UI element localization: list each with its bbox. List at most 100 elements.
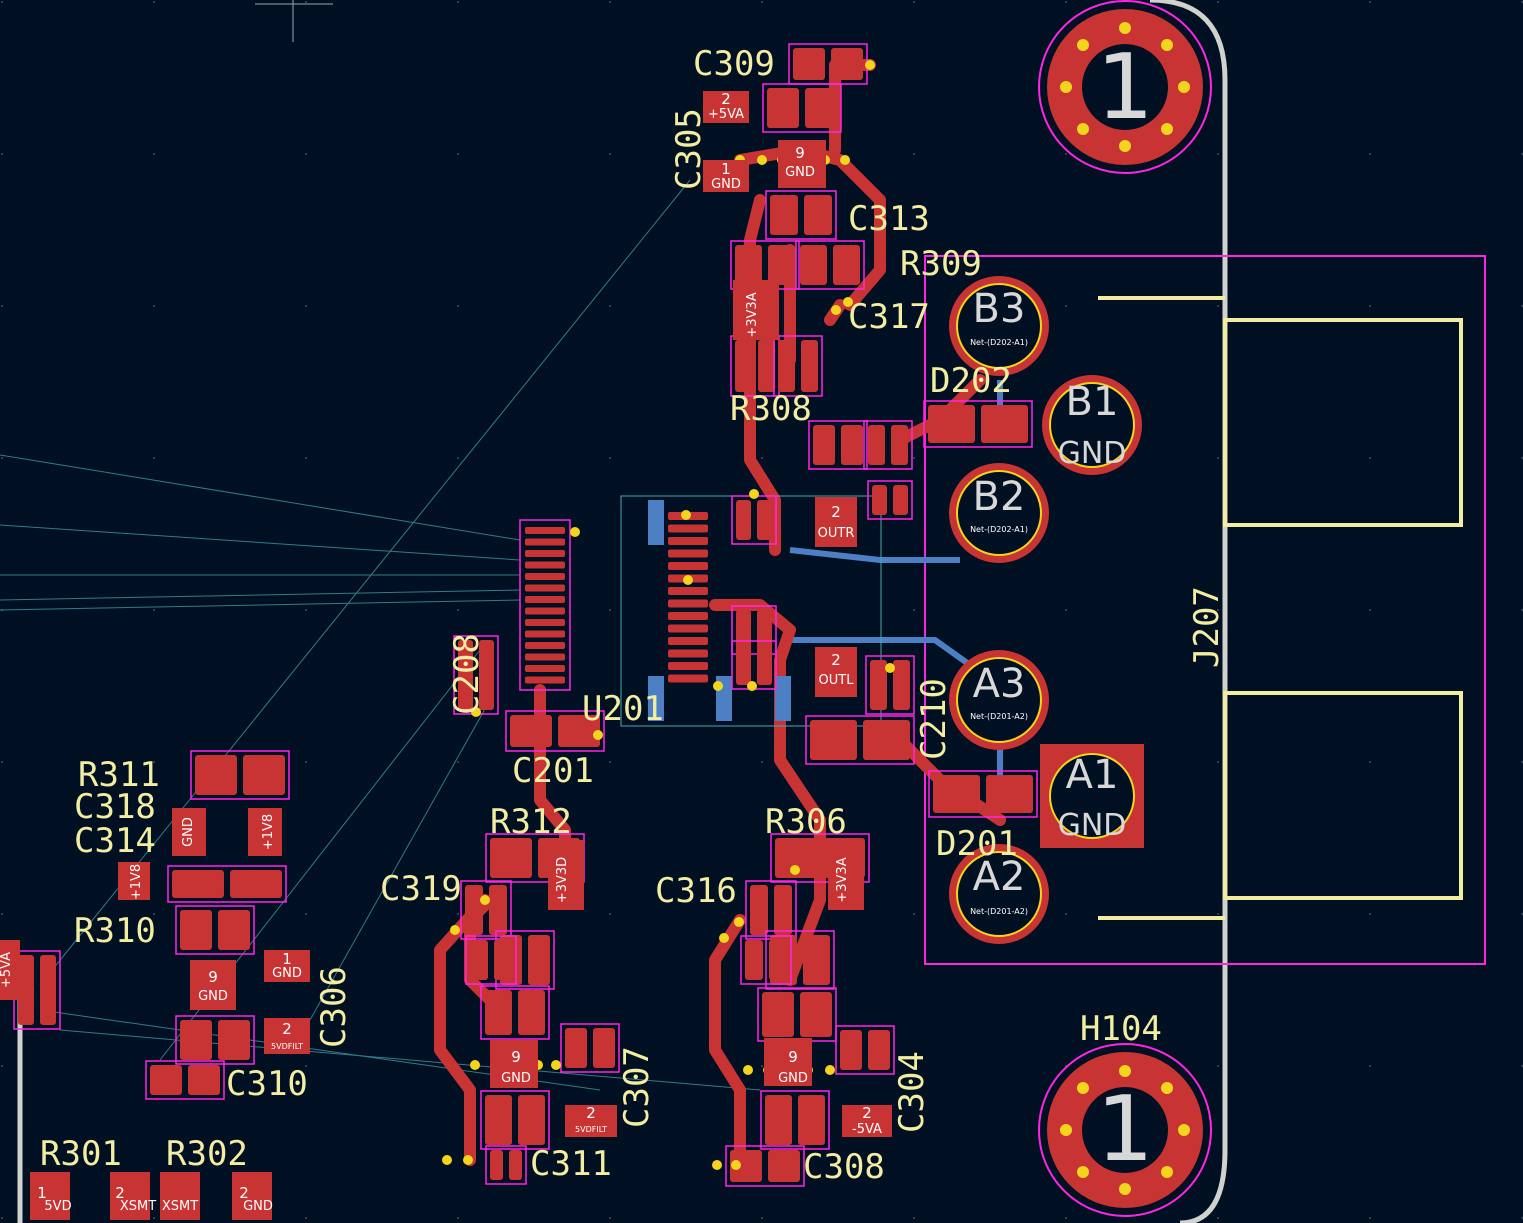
- smd-pad: [518, 990, 545, 1035]
- via: [843, 297, 853, 307]
- svg-text:1: 1: [1096, 1077, 1153, 1182]
- svg-text:+1V8: +1V8: [129, 864, 144, 900]
- smd-pad: [863, 720, 910, 760]
- smd-pad: [803, 935, 830, 985]
- svg-text:+1V8: +1V8: [261, 814, 276, 850]
- smd-pad: [770, 195, 798, 235]
- u201-pin: [668, 637, 708, 645]
- svg-text:+3V3D: +3V3D: [555, 857, 570, 903]
- jack-pad-a1[interactable]: A1 GND: [1040, 744, 1144, 848]
- smd-pad: [810, 720, 857, 760]
- smd-pad: [485, 1095, 512, 1145]
- u201-pin: [525, 619, 565, 626]
- courtyard: [867, 480, 913, 520]
- smd-pad: [490, 838, 532, 878]
- smd-pad: [793, 48, 825, 80]
- svg-text:GND: GND: [272, 966, 302, 981]
- svg-text:Net-(D202-A1): Net-(D202-A1): [970, 338, 1028, 347]
- svg-text:5VDFILT: 5VDFILT: [271, 1042, 303, 1051]
- u201-footprint[interactable]: [519, 495, 882, 727]
- svg-text:B1: B1: [1066, 379, 1119, 425]
- u201-pin: [525, 642, 565, 649]
- via: [593, 730, 603, 740]
- via: [713, 681, 723, 691]
- smd-pad: [518, 1095, 545, 1145]
- svg-text:9: 9: [795, 144, 805, 162]
- smd-pad: [470, 940, 488, 980]
- svg-text:GND: GND: [1058, 436, 1127, 471]
- via: [471, 707, 481, 717]
- courtyard: [770, 833, 870, 883]
- smd-pad: [868, 425, 885, 465]
- smd-pad: [768, 245, 795, 285]
- smd-pad: [868, 1030, 890, 1070]
- ref-r312: R312: [490, 802, 572, 842]
- smd-pad: [778, 340, 795, 392]
- svg-text:GND: GND: [711, 177, 741, 192]
- smd-pad: [762, 992, 794, 1037]
- svg-text:+5VA: +5VA: [0, 952, 14, 988]
- svg-text:1: 1: [1096, 35, 1153, 140]
- u201-pin: [668, 537, 708, 545]
- svg-text:B3: B3: [973, 286, 1026, 332]
- jack-pad-a3[interactable]: A3 Net-(D201-A2): [949, 650, 1049, 750]
- smd-pad: [494, 940, 512, 980]
- svg-text:GND: GND: [778, 1071, 808, 1086]
- u201-pin: [525, 665, 565, 672]
- courtyard: [731, 605, 777, 655]
- ref-c311: C311: [530, 1144, 612, 1184]
- via: [865, 60, 875, 70]
- smd-pad: [465, 885, 483, 935]
- via: [480, 895, 490, 905]
- smd-pad: [565, 1028, 587, 1068]
- svg-text:+3V3A: +3V3A: [745, 292, 760, 337]
- courtyard: [725, 1145, 805, 1187]
- svg-text:Net-(D202-A1): Net-(D202-A1): [970, 525, 1028, 534]
- courtyard: [740, 935, 792, 985]
- smd-pad: [745, 940, 763, 980]
- smd-pad: [813, 425, 835, 465]
- ref-h104: H104: [1080, 1009, 1162, 1049]
- ref-r311: R311: [78, 755, 160, 795]
- ref-c316: C316: [655, 871, 737, 911]
- u201-pin: [668, 587, 708, 595]
- jack-pad-b3[interactable]: B3 Net-(D202-A1): [949, 276, 1049, 376]
- smd-pad: [735, 340, 752, 392]
- jack-pad-b2[interactable]: B2 Net-(D202-A1): [949, 463, 1049, 563]
- courtyard: [795, 240, 865, 290]
- reference-designators: C309 C305 C313 R309 C317 R308 D202 U201 …: [40, 44, 1227, 1187]
- courtyard: [835, 1025, 895, 1075]
- u201-pin: [668, 662, 708, 670]
- courtyard: [765, 930, 835, 990]
- svg-text:GND: GND: [198, 989, 228, 1004]
- smd-pad: [528, 935, 550, 985]
- smd-pad: [933, 775, 980, 813]
- svg-text:5VD: 5VD: [44, 1199, 71, 1214]
- ref-c313: C313: [848, 199, 930, 239]
- smd-pad: [804, 195, 832, 235]
- smd-pad: [593, 1028, 615, 1068]
- smd-pad: [765, 1095, 792, 1145]
- via: [749, 489, 759, 499]
- via: [683, 575, 693, 585]
- smd-pad: [195, 755, 237, 795]
- smd-pad: [750, 885, 768, 935]
- jack-pad-b1[interactable]: B1 GND: [1042, 375, 1142, 475]
- ref-c319: C319: [380, 869, 462, 909]
- smd-pad: [150, 1065, 182, 1095]
- u201-pin: [525, 630, 565, 638]
- svg-text:2: 2: [282, 1020, 292, 1038]
- mounting-hole-h104: 1: [1038, 1043, 1212, 1217]
- via: [790, 865, 800, 875]
- courtyard: [190, 750, 290, 800]
- courtyard: [480, 1090, 550, 1150]
- smd-pad: [485, 990, 512, 1035]
- via: [743, 1065, 753, 1075]
- smd-pad: [757, 645, 772, 685]
- jack-pad-a2[interactable]: A2 Net-(D201-A2): [949, 844, 1049, 944]
- svg-text:A1: A1: [1066, 752, 1119, 798]
- smd-pad: [774, 885, 792, 935]
- svg-text:GND: GND: [243, 1199, 273, 1214]
- smd-pad: [841, 425, 863, 465]
